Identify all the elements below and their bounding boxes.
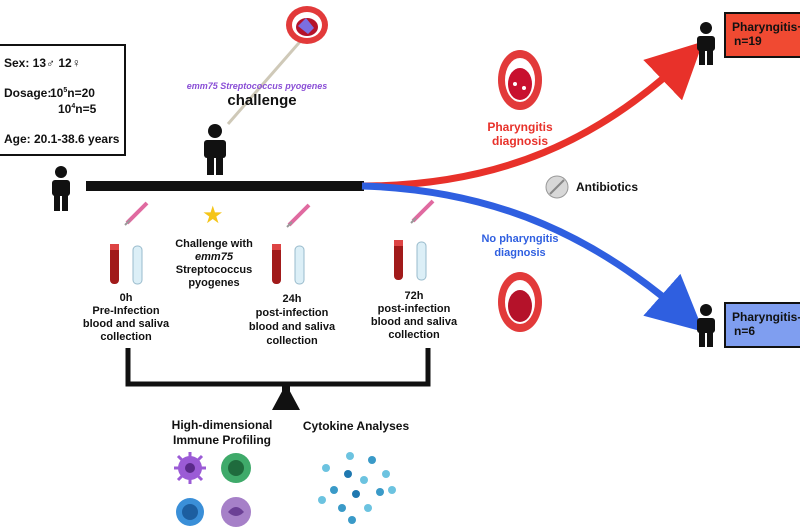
- age-label: Age: 20.1-38.6 years: [4, 132, 120, 146]
- syringe-icon-72h: [410, 199, 435, 224]
- timepoint-0h: 0h Pre-Infection blood and saliva collec…: [82, 292, 170, 343]
- challenge-note: Challenge with emm75 Streptococcus pyoge…: [175, 238, 253, 289]
- positive-person-icon: [697, 22, 715, 65]
- pharyngitis-positive-arrow: [361, 41, 704, 190]
- lymphocyte-icon: [221, 453, 251, 483]
- inflamed-throat-icon: [498, 50, 542, 110]
- negative-person-icon: [697, 304, 715, 347]
- dosage-row-2: 104n=5: [58, 102, 97, 116]
- antibiotics-label: Antibiotics: [576, 180, 638, 194]
- sex-label: Sex: 13♂ 12♀: [4, 56, 81, 70]
- timepoint-24h: 24h post-infection blood and saliva coll…: [248, 293, 336, 347]
- pharyngitis-positive-box: Pharyngitis+ n=19: [724, 12, 800, 58]
- strain-label: emm75 Streptococcus pyogenes: [186, 81, 328, 91]
- syringe-icon-24h: [286, 203, 311, 228]
- dosage-label: Dosage:: [4, 86, 52, 100]
- timepoint-72h: 72h post-infection blood and saliva coll…: [370, 290, 458, 341]
- dendritic-cell-icon: [174, 452, 206, 484]
- timeline-bar: [86, 181, 364, 191]
- pharyngitis-diagnosis-label: Pharyngitis diagnosis: [487, 120, 553, 148]
- syringe-icon-0h: [124, 201, 149, 226]
- swab-stick: [226, 35, 307, 125]
- healthy-throat-icon: [498, 272, 542, 332]
- challenged-person-icon: [204, 124, 226, 175]
- sample-tubes-0h: [110, 244, 143, 285]
- person-icon: [52, 166, 70, 211]
- dosage-row-1: 105n=20: [50, 86, 95, 100]
- sample-tubes-24h: [272, 244, 305, 285]
- immune-cells-icon: [174, 452, 251, 527]
- monocyte-icon: [221, 497, 251, 527]
- t-cell-icon: [176, 498, 204, 526]
- pharyngitis-negative-arrow: [361, 182, 704, 332]
- pharyngitis-negative-box: Pharyngitis- n=6: [724, 302, 800, 348]
- analysis-bracket: [125, 348, 431, 387]
- star-icon: ★: [202, 202, 224, 229]
- throat-swab-icon: [286, 6, 328, 44]
- cytokine-analyses-label: Cytokine Analyses: [302, 419, 410, 433]
- no-pharyngitis-diagnosis-label: No pharyngitis diagnosis: [481, 233, 559, 259]
- bracket-stand: [272, 384, 300, 410]
- immune-profiling-label: High-dimensional Immune Profiling: [171, 418, 273, 447]
- challenge-label: challenge: [227, 92, 297, 109]
- sample-tubes-72h: [394, 240, 427, 281]
- antibiotics-pill-icon: [545, 175, 569, 199]
- cohort-info-box: Sex: 13♂ 12♀ Dosage: 105n=20 104n=5 Age:…: [0, 44, 126, 156]
- cytokine-dots-icon: [318, 452, 396, 524]
